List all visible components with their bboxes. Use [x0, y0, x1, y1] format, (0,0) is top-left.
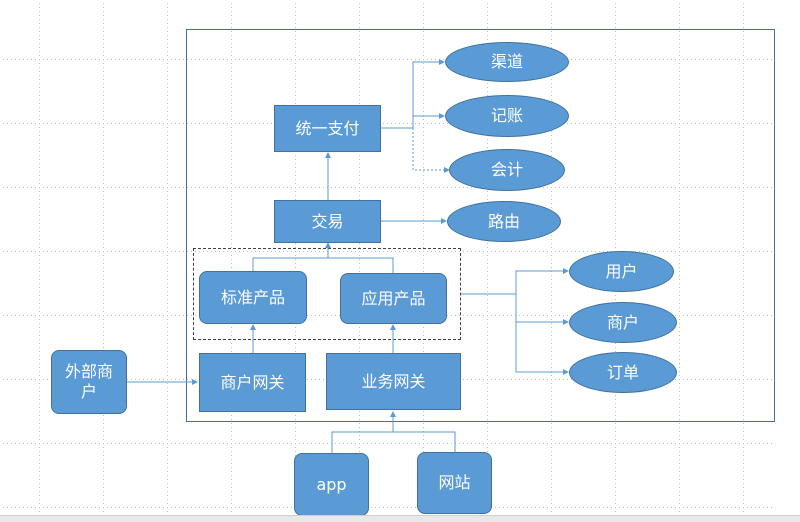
node-routing-label: 路由	[487, 211, 520, 231]
node-bookkeeping-label: 记账	[490, 106, 523, 125]
node-unified-payment[interactable]: 统一支付	[274, 105, 381, 152]
node-business-gateway[interactable]: 业务网关	[326, 353, 461, 410]
node-accounting-label: 会计	[490, 160, 523, 179]
node-user-label: 用户	[605, 261, 638, 281]
node-app[interactable]: app	[294, 453, 369, 516]
node-unified-payment-label: 统一支付	[295, 118, 360, 138]
node-application-product[interactable]: 应用产品	[340, 273, 447, 324]
connector-clients-business-gateway	[331, 420, 456, 453]
node-external-merchant[interactable]: 外部商户	[51, 350, 127, 414]
node-external-merchant-label: 外部商户	[64, 362, 113, 401]
node-order[interactable]: 订单	[569, 352, 677, 393]
node-accounting[interactable]: 会计	[449, 149, 565, 191]
node-standard-product-label: 标准产品	[220, 287, 285, 307]
node-merchant-gateway-label: 商户网关	[220, 372, 285, 392]
node-app-label: app	[316, 474, 347, 494]
node-merchant[interactable]: 商户	[569, 302, 677, 343]
node-application-product-label: 应用产品	[361, 288, 426, 308]
node-website[interactable]: 网站	[417, 452, 492, 514]
node-website-label: 网站	[438, 473, 471, 492]
node-bookkeeping[interactable]: 记账	[445, 95, 569, 137]
node-user[interactable]: 用户	[569, 251, 674, 292]
node-routing[interactable]: 路由	[447, 201, 561, 242]
node-transaction[interactable]: 交易	[274, 200, 381, 243]
node-standard-product[interactable]: 标准产品	[199, 271, 307, 324]
system-boundary	[186, 29, 775, 422]
node-business-gateway-label: 业务网关	[361, 371, 426, 391]
node-merchant-gateway[interactable]: 商户网关	[199, 353, 306, 412]
node-merchant-label: 商户	[606, 312, 639, 332]
node-channel[interactable]: 渠道	[445, 42, 569, 82]
node-channel-label: 渠道	[490, 52, 523, 71]
bottom-scrollbar[interactable]	[0, 515, 800, 522]
node-transaction-label: 交易	[311, 211, 344, 231]
node-order-label: 订单	[606, 362, 639, 382]
